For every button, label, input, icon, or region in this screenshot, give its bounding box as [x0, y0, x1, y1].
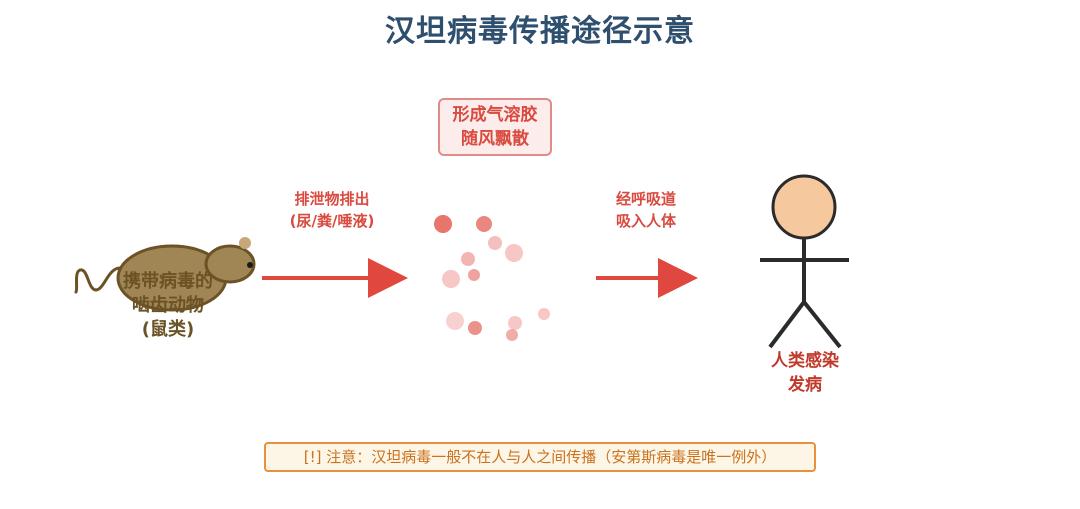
- human-label-line1: 人类感染: [771, 351, 839, 371]
- particle: [446, 312, 464, 330]
- rodent-label-line1: 携带病毒的: [123, 271, 213, 292]
- inhalation-label-line2: 吸入人体: [615, 212, 676, 230]
- particle: [476, 216, 492, 232]
- particle: [506, 329, 518, 341]
- stick-figure-icon: [760, 174, 849, 349]
- particle: [538, 308, 550, 320]
- excretion-label-line2: (尿/粪/唾液): [289, 212, 375, 230]
- particle: [434, 215, 452, 233]
- excretion-label-line1: 排泄物排出: [294, 190, 370, 208]
- rodent-label: 携带病毒的 啮齿动物 (鼠类): [100, 270, 236, 342]
- aerosol-box-line2: 随风飘散: [461, 129, 529, 149]
- human-label: 人类感染 发病: [745, 349, 865, 397]
- particle: [505, 244, 523, 262]
- human-left-leg: [768, 300, 806, 349]
- particle: [442, 270, 460, 288]
- rodent-label-line3: (鼠类): [141, 319, 195, 340]
- human-head: [771, 174, 837, 240]
- particle: [508, 316, 522, 330]
- diagram-title: 汉坦病毒传播途径示意: [385, 14, 695, 49]
- rodent-head: [204, 244, 256, 284]
- rodent-eye: [247, 262, 253, 268]
- aerosol-particles-icon: [434, 215, 550, 341]
- rodent-icon: [74, 237, 256, 312]
- human-right-leg: [802, 300, 842, 349]
- particle: [468, 269, 480, 281]
- rodent-tail: [74, 266, 122, 294]
- rodent-label-line2: 啮齿动物: [132, 295, 204, 316]
- aerosol-box: 形成气溶胶 随风飘散: [438, 98, 552, 156]
- aerosol-box-line1: 形成气溶胶: [452, 105, 538, 125]
- particle: [488, 236, 502, 250]
- inhalation-label: 经呼吸道 吸入人体: [586, 188, 706, 232]
- warning-note: [!] 注意：汉坦病毒一般不在人与人之间传播（安第斯病毒是唯一例外）: [264, 442, 816, 472]
- particle: [468, 321, 482, 335]
- human-label-line2: 发病: [788, 375, 822, 395]
- particle: [461, 252, 475, 266]
- inhalation-label-line1: 经呼吸道: [615, 190, 676, 208]
- excretion-label: 排泄物排出 (尿/粪/唾液): [262, 188, 402, 232]
- rodent-ear: [239, 237, 251, 249]
